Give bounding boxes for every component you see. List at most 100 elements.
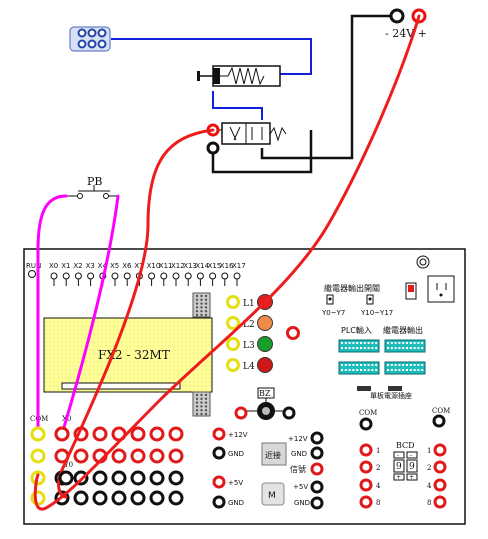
sensor-signal-label: 信號 — [290, 464, 306, 474]
input-led-x14 — [196, 272, 204, 280]
bcd-left-terminal-1[interactable] — [359, 443, 373, 457]
bcd-com-left-terminal[interactable] — [359, 417, 373, 431]
board-power-label: 單板電源插座 — [370, 391, 412, 400]
pushbutton[interactable]: PB — [66, 175, 118, 199]
plc-terminal-r1c0[interactable] — [30, 448, 46, 464]
bcd-minus-button-1[interactable] — [406, 451, 418, 459]
header-pin — [413, 369, 416, 371]
plc-terminal-r0c7[interactable] — [168, 426, 184, 442]
bcd-left-terminal-2[interactable] — [359, 460, 373, 474]
input-label-x7: X7 — [134, 262, 143, 270]
input-led-x3 — [87, 272, 95, 280]
plc-terminal-r3c4[interactable] — [111, 490, 127, 506]
lamp-terminal-l4[interactable] — [226, 358, 240, 372]
input-led-x17 — [233, 272, 241, 280]
bcd-right-terminal-1[interactable] — [433, 443, 447, 457]
power-negative-terminal[interactable] — [389, 8, 405, 24]
plc-terminal-r3c2[interactable] — [73, 490, 89, 506]
sensor-signal-terminal[interactable] — [310, 462, 324, 476]
plc-terminal-r3c6[interactable] — [149, 490, 165, 506]
plc-run-led — [28, 270, 36, 278]
plc-terminal-r0c6[interactable] — [149, 426, 165, 442]
lamp-common-terminal[interactable] — [286, 326, 300, 340]
connector-pin — [204, 302, 208, 305]
sensor-gnd2-terminal[interactable] — [310, 496, 324, 510]
connector-pin — [195, 401, 199, 404]
plc-terminal-r3c7[interactable] — [168, 490, 184, 506]
plc-side-connector-top — [192, 292, 211, 318]
plc-terminal-r0c3[interactable] — [92, 426, 108, 442]
plc-terminal-r0c5[interactable] — [130, 426, 146, 442]
header-pin — [394, 369, 397, 371]
y0-terminal-overlay — [58, 470, 74, 486]
supply-terminal-gnd-2[interactable] — [212, 495, 226, 509]
header-pin — [375, 347, 378, 349]
plc-terminal-r2c3[interactable] — [92, 470, 108, 486]
header-pin — [341, 369, 343, 371]
bcd-com-right-terminal[interactable] — [432, 414, 446, 428]
bcd-right-terminal-2[interactable] — [433, 460, 447, 474]
plc-terminal-r1c6[interactable] — [149, 448, 165, 464]
supply-terminal-plus12[interactable] — [212, 427, 226, 441]
plc-terminal-r2c7[interactable] — [168, 470, 184, 486]
power-switch[interactable] — [405, 282, 417, 300]
connector-pin — [195, 393, 199, 397]
supply-terminal-plus5[interactable] — [212, 475, 226, 489]
input-led-x6 — [123, 272, 131, 280]
bcd-minus-button-0[interactable] — [393, 451, 405, 459]
header-pin — [421, 364, 424, 366]
sensor-5v-terminal[interactable] — [310, 480, 324, 494]
header-pin — [402, 364, 405, 366]
plc-terminal-r1c7[interactable] — [168, 448, 184, 464]
header-pin — [363, 342, 366, 344]
plc-terminal-r1c5[interactable] — [130, 448, 146, 464]
header-pin — [417, 364, 420, 366]
bcd-digit-0: 9 — [396, 462, 402, 472]
input-label-x0: X0 — [49, 262, 58, 270]
bcd-plus-button-1[interactable] — [406, 473, 418, 481]
relay-switch-left-label: Y0~Y7 — [321, 309, 345, 317]
connector-pin — [204, 397, 208, 400]
bcd-plus-button-0[interactable] — [393, 473, 405, 481]
header-pin — [394, 347, 397, 349]
sensor-12v-terminal[interactable] — [310, 431, 324, 445]
valve-black-terminal[interactable] — [206, 141, 220, 155]
connector-pin — [195, 298, 199, 301]
buzzer-positive-terminal[interactable] — [234, 406, 248, 420]
bcd-digit-window-0 — [393, 459, 405, 473]
header-pin — [417, 347, 420, 349]
header-pin — [363, 364, 366, 366]
plc-terminal-r3c5[interactable] — [130, 490, 146, 506]
bcd-right-terminal-4[interactable] — [433, 478, 447, 492]
solenoid-valve — [213, 122, 287, 145]
input-label-x5: X5 — [110, 262, 119, 270]
lamp-terminal-l3[interactable] — [226, 337, 240, 351]
header-pin — [398, 369, 401, 371]
sensor-gnd-terminal[interactable] — [310, 446, 324, 460]
plc-terminal-r2c5[interactable] — [130, 470, 146, 486]
plc-terminal-r1c2[interactable] — [73, 448, 89, 464]
header-pin — [406, 369, 408, 371]
lamp-terminal-l1[interactable] — [226, 295, 240, 309]
relay-switch-title: 繼電器輸出開關 — [324, 283, 380, 293]
input-label-x15: X15 — [208, 262, 222, 270]
connector-plug[interactable] — [69, 26, 111, 52]
supply-terminal-gnd[interactable] — [212, 446, 226, 460]
header-pin — [344, 364, 347, 366]
proximity-sensor — [261, 442, 287, 466]
header-pin — [387, 364, 389, 366]
bcd-left-terminal-4[interactable] — [359, 478, 373, 492]
header-pin — [356, 364, 359, 366]
plc-terminal-r2c4[interactable] — [111, 470, 127, 486]
plc-terminal-r3c3[interactable] — [92, 490, 108, 506]
bcd-left-terminal-8[interactable] — [359, 495, 373, 509]
bcd-right-terminal-8[interactable] — [433, 495, 447, 509]
plc-terminal-r2c6[interactable] — [149, 470, 165, 486]
plc-terminal-r1c4[interactable] — [111, 448, 127, 464]
connector-pin — [204, 306, 208, 309]
bcd-com-left-label: COM — [359, 409, 377, 417]
header-pin — [413, 364, 416, 366]
buzzer-negative-terminal[interactable] — [282, 406, 296, 420]
lamp-terminal-l2[interactable] — [226, 316, 240, 330]
